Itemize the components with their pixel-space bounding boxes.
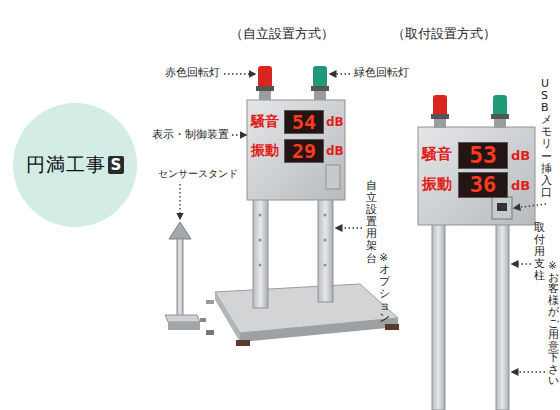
part-name: 緑色回転灯	[354, 66, 409, 79]
product-badge: S	[108, 156, 125, 175]
led-display: 36	[458, 172, 508, 198]
part-name: 自立設置用架台	[366, 180, 377, 265]
display-item: 振動	[422, 175, 452, 193]
leader-line	[180, 74, 546, 372]
control-housing	[247, 100, 345, 200]
unit: dB	[326, 144, 344, 158]
part-name: センサースタンド	[158, 168, 238, 180]
note: ※オプション	[379, 252, 390, 325]
part-name: 取付用支柱	[534, 222, 545, 282]
display-item: 振動	[251, 142, 279, 159]
stand-platform	[206, 284, 399, 346]
part-name: USBメモリー挿入口	[541, 78, 552, 199]
note: ※お客様がご用意下さい	[548, 260, 559, 387]
frame-post	[318, 198, 333, 302]
usb-slot	[492, 197, 512, 219]
product-name: 円満工事	[26, 152, 106, 178]
frame-post	[253, 198, 268, 308]
part-name: 表示・制御装置	[152, 128, 229, 141]
rotating-beacon	[311, 66, 329, 100]
led-display: 54	[284, 110, 324, 134]
mount-post	[496, 224, 509, 410]
display-item: 騒音	[422, 145, 452, 163]
led-reading: 36	[470, 174, 497, 196]
method-heading: （取付設置方式）	[392, 26, 496, 42]
logo-circle: 円満工事S	[13, 103, 137, 227]
method-heading: （自立設置方式）	[230, 26, 334, 42]
led-display: 29	[284, 139, 324, 163]
mount-post	[432, 224, 445, 410]
rotating-beacon	[491, 95, 509, 128]
control-housing	[418, 127, 535, 225]
sensor-stand	[165, 222, 206, 330]
housing-door	[326, 165, 340, 189]
led-reading: 53	[469, 144, 497, 167]
led-display: 53	[458, 142, 508, 169]
rotating-beacon	[431, 95, 449, 128]
part-name: 赤色回転灯	[165, 66, 220, 79]
led-reading: 29	[292, 141, 316, 161]
unit: dB	[511, 178, 530, 194]
display-item: 騒音	[251, 113, 279, 130]
rotating-beacon	[256, 66, 274, 100]
unit: dB	[511, 148, 530, 164]
unit: dB	[326, 115, 344, 129]
led-reading: 54	[292, 112, 316, 132]
